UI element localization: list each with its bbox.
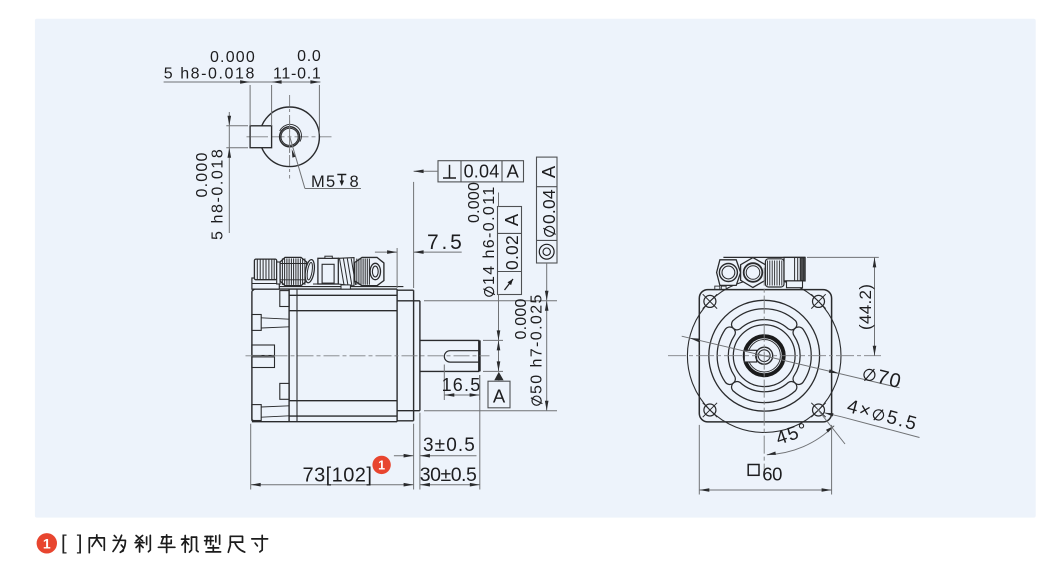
svg-text:14 h6-0.011: 14 h6-0.011 [481, 185, 498, 285]
svg-text:0.000: 0.000 [513, 298, 530, 339]
svg-text:1: 1 [378, 459, 385, 473]
svg-text:A: A [501, 213, 522, 226]
svg-text:11-0.1: 11-0.1 [273, 66, 322, 83]
svg-text:0.04: 0.04 [464, 161, 500, 181]
svg-text:0.02: 0.02 [502, 235, 522, 270]
svg-text:0.000: 0.000 [466, 182, 483, 223]
svg-text:3±0.5: 3±0.5 [423, 435, 476, 456]
svg-text:0.0: 0.0 [297, 48, 321, 65]
svg-text:A: A [507, 160, 520, 181]
svg-text:(44.2): (44.2) [856, 284, 875, 330]
svg-text:7.5: 7.5 [427, 231, 465, 254]
svg-text:5 h8-0.018: 5 h8-0.018 [210, 148, 227, 240]
svg-text:60: 60 [762, 464, 782, 485]
svg-text:8: 8 [350, 173, 359, 191]
svg-text:5 h8-0.018: 5 h8-0.018 [164, 66, 256, 83]
svg-text:0.000: 0.000 [210, 49, 256, 66]
svg-text:A: A [538, 165, 559, 178]
svg-text:16.5: 16.5 [442, 375, 482, 395]
svg-text:[ ]: [ ] [61, 532, 85, 555]
svg-text:50 h7-0.025: 50 h7-0.025 [529, 293, 546, 394]
svg-text:0.04: 0.04 [539, 189, 559, 224]
svg-text:73[102]: 73[102] [303, 464, 373, 486]
svg-text:0.000: 0.000 [194, 151, 211, 197]
svg-text:M5: M5 [311, 173, 336, 191]
svg-text:A: A [493, 385, 506, 406]
svg-text:30±0.5: 30±0.5 [420, 464, 477, 486]
svg-text:1: 1 [43, 536, 51, 552]
